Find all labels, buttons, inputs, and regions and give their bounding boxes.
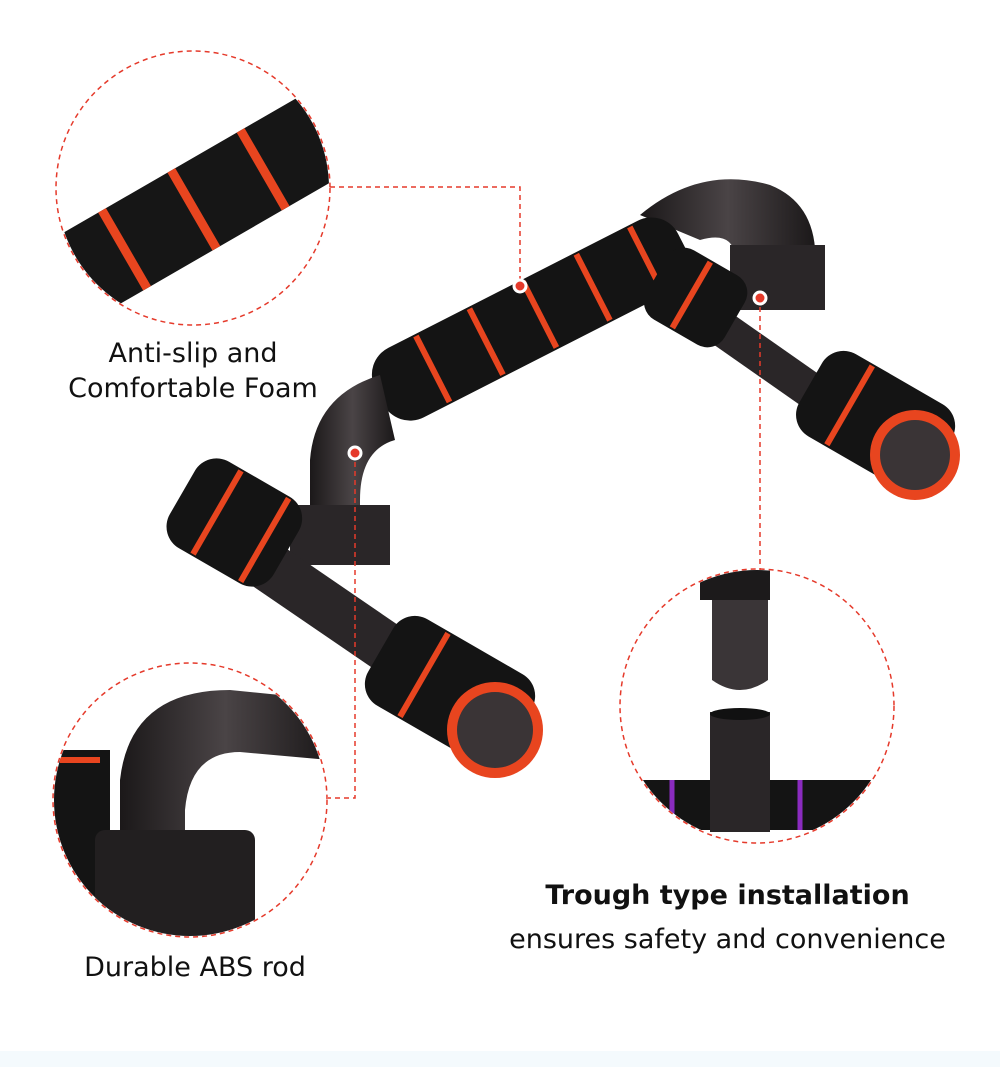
foam-leader-line [330,186,521,285]
foam-detail-circle [55,50,331,326]
foam-marker-dot [512,278,528,294]
trough-detail-image [621,570,893,842]
trough-marker-dot [752,290,768,306]
trough-label-line-1: Trough type installation [545,880,910,911]
push-up-bar-product [166,179,960,778]
abs-marker-dot [347,445,363,461]
foam-label-line-2: Comfortable Foam [68,373,318,404]
abs-rod-detail-circle [52,662,328,938]
foam-label-line-1: Anti-slip and [108,338,278,369]
abs-feature-label: Durable ABS rod [84,952,306,983]
trough-detail-circle [619,568,895,844]
foam-detail-image [57,52,329,324]
trough-feature-label: Trough type installation ensures safety … [475,874,980,962]
foam-feature-label: Anti-slip and Comfortable Foam [43,336,343,406]
abs-rod-detail-image [54,664,326,936]
trough-label-line-2: ensures safety and convenience [509,924,946,955]
abs-leader-line [328,453,356,799]
bottom-strip [0,1051,1000,1067]
